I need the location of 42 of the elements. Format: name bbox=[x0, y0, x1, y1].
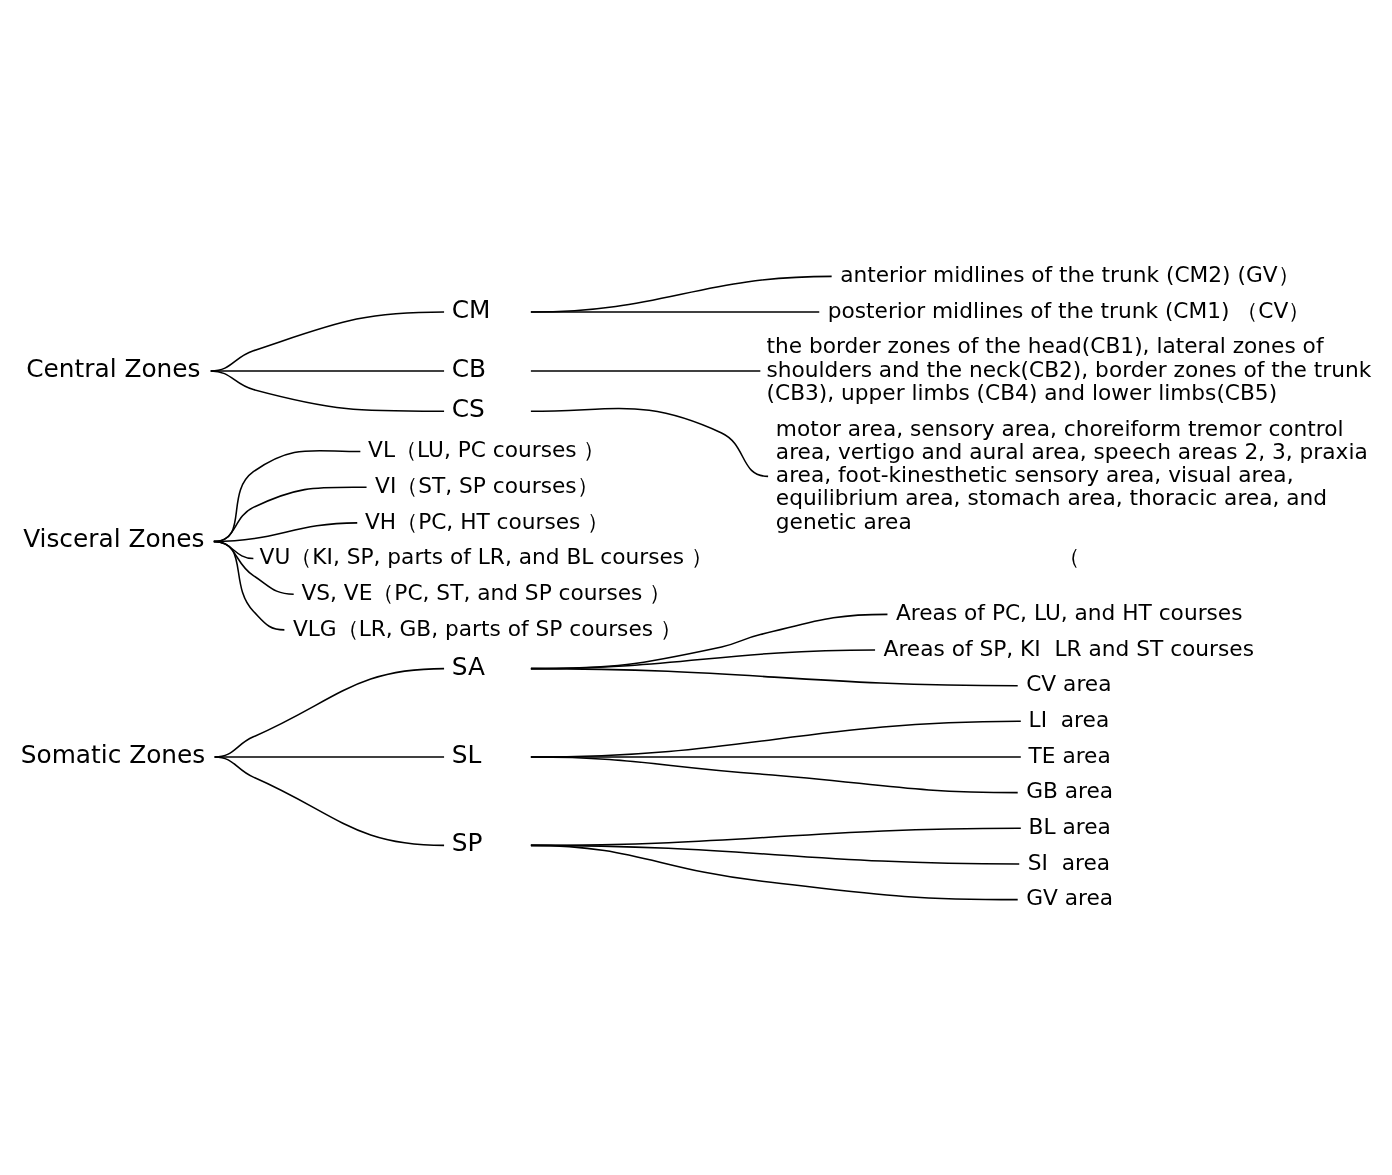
node-text: VI（ST, SP courses） bbox=[375, 472, 599, 498]
node-text: VLG（LR, GB, parts of SP courses ） bbox=[292, 615, 682, 641]
node-text: CS bbox=[451, 393, 485, 423]
connector bbox=[213, 540, 255, 559]
node-text: Areas of PC, LU, and HT courses bbox=[896, 599, 1243, 625]
node-text: LI area bbox=[1028, 706, 1110, 732]
connector bbox=[530, 844, 1019, 900]
node-text: CM bbox=[451, 294, 491, 324]
node-text: VU（KI, SP, parts of LR, and BL courses ） bbox=[259, 543, 713, 569]
node-text: Areas of SP, KI LR and ST courses bbox=[883, 635, 1254, 661]
node-text: BL area bbox=[1028, 813, 1111, 839]
node-text: SP bbox=[451, 827, 483, 857]
node-text: posterior midlines of the trunk (CM1) （CV） bbox=[827, 297, 1311, 323]
connector bbox=[213, 540, 295, 595]
connector bbox=[530, 369, 762, 372]
node-text: VS, VE（PC, ST, and SP courses ） bbox=[301, 579, 672, 605]
label: （ bbox=[1057, 543, 1080, 569]
node-text: SA bbox=[451, 651, 485, 681]
node-text: the border zones of the head(CB1), lateral zones of shoulders and the neck(CB2), border zones of the trunk (CB3), upper limbs (CB4) and lower limbs(CB5) bbox=[766, 332, 1372, 405]
connector bbox=[209, 369, 445, 412]
node-text: Central Zones bbox=[26, 353, 201, 383]
connector bbox=[530, 755, 1019, 793]
connector bbox=[530, 310, 821, 313]
node-text: CB bbox=[451, 353, 487, 383]
node-text: SL bbox=[451, 739, 482, 769]
connector bbox=[213, 540, 286, 631]
connector bbox=[213, 449, 362, 542]
node-text: anterior midlines of the trunk (CM2) (GV） bbox=[840, 261, 1300, 287]
node-text: VL（LU, PC courses ） bbox=[368, 436, 606, 462]
connector bbox=[530, 407, 769, 477]
node-text: motor area, sensory area, choreiform tremor control area, vertigo and aural area, speech areas 2, 3, praxia area, foot-kinesthetic sensory area, visual area, equilibrium area, stomach area, thoracic area, and genetic area bbox=[775, 415, 1368, 534]
node-text: TE area bbox=[1028, 742, 1111, 768]
node-text: GB area bbox=[1026, 777, 1114, 803]
node-text: VH（PC, HT courses ） bbox=[365, 508, 610, 534]
node-text: Visceral Zones bbox=[23, 523, 205, 553]
connector bbox=[530, 275, 833, 313]
node-text: Somatic Zones bbox=[20, 739, 206, 769]
node-text: SI area bbox=[1027, 849, 1111, 875]
connector bbox=[213, 755, 445, 846]
connector bbox=[530, 667, 1019, 686]
node-text: GV area bbox=[1026, 884, 1114, 910]
node-text: CV area bbox=[1026, 670, 1112, 696]
